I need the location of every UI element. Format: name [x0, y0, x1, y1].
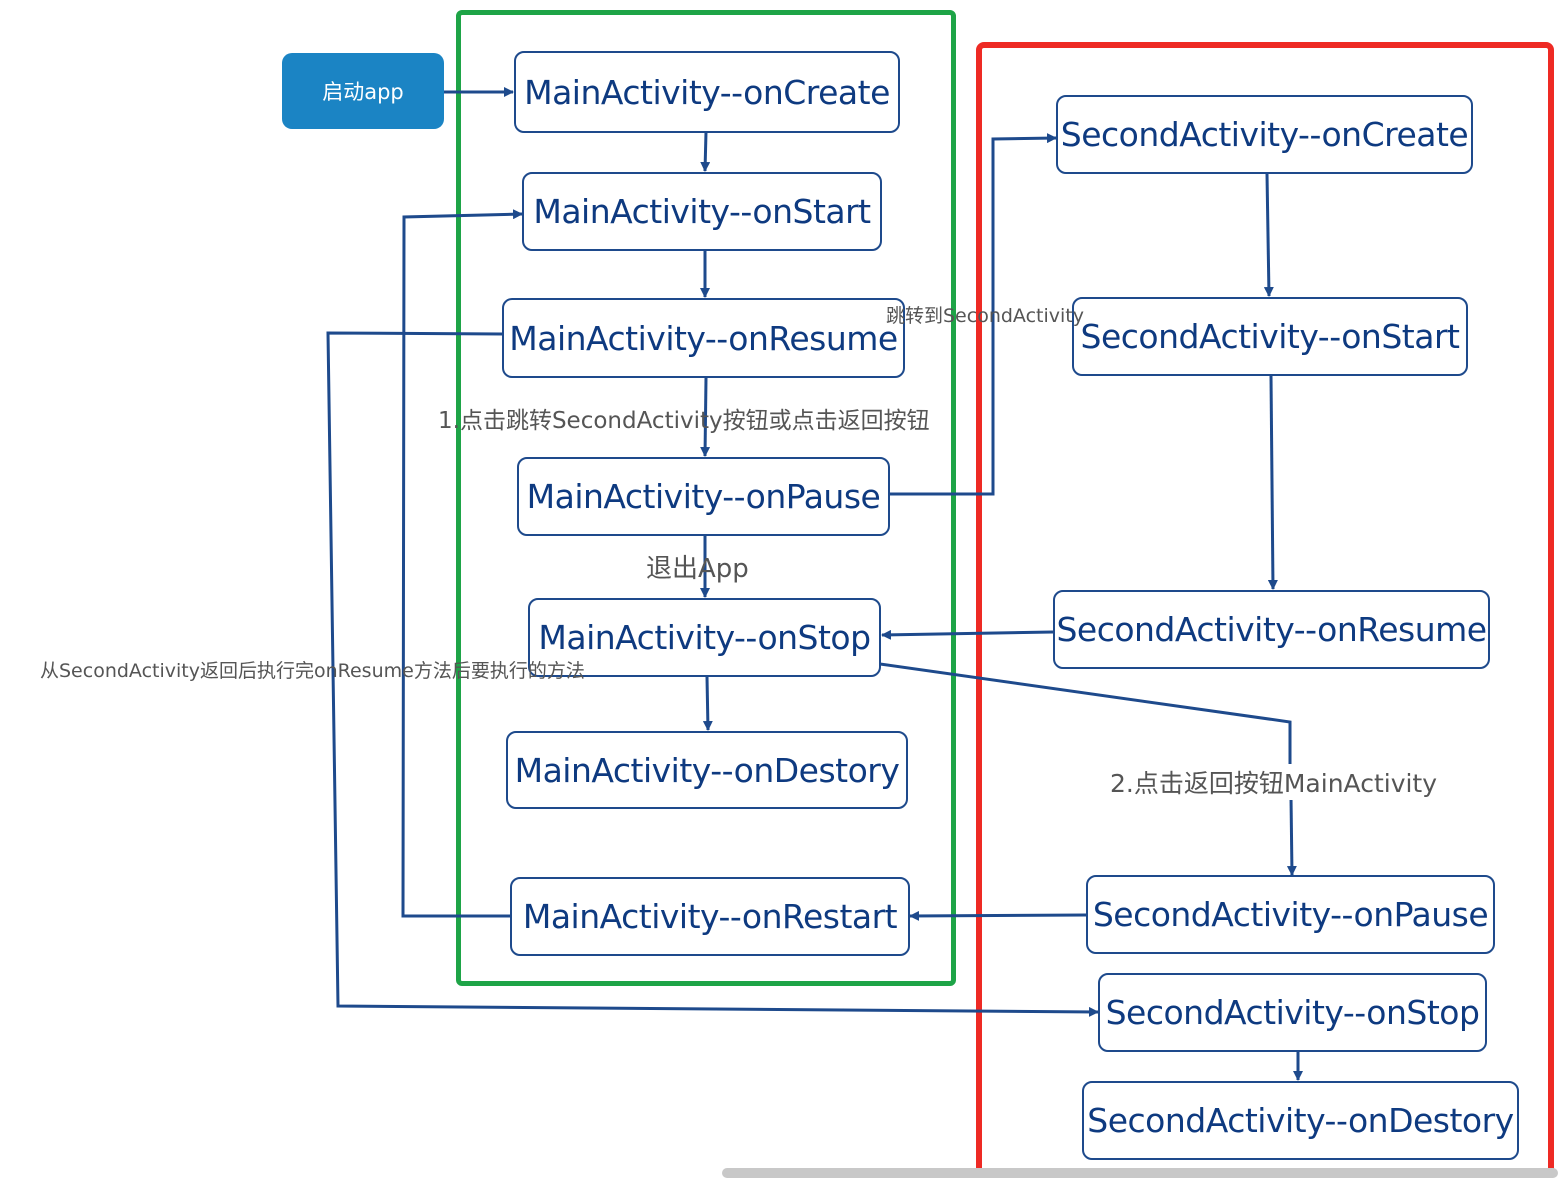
second-ondestory-text: SecondActivity--onDestory — [1087, 1101, 1514, 1140]
second-oncreate-node: SecondActivity--onCreate — [1056, 95, 1473, 174]
arrow-second-onresume-to-main-onstop — [881, 629, 1054, 640]
second-onstart-text: SecondActivity--onStart — [1080, 317, 1460, 356]
main-onrestart-text: MainActivity--onRestart — [522, 897, 898, 936]
main-ondestory-node: MainActivity--onDestory — [506, 731, 908, 809]
second-ondestory-node: SecondActivity--onDestory — [1082, 1081, 1519, 1160]
arrow-second-oncreate-to-onstart — [1263, 173, 1274, 297]
horizontal-scrollbar[interactable] — [722, 1168, 1558, 1178]
arrow-main-onstop-to-ondestory — [702, 676, 713, 731]
main-onstop-text: MainActivity--onStop — [538, 618, 871, 657]
main-onstart-text: MainActivity--onStart — [533, 192, 871, 231]
step2-label: 2.点击返回按钮MainActivity — [1110, 764, 1438, 800]
arrow-second-onstart-to-onresume — [1267, 375, 1278, 590]
main-onpause-node: MainActivity--onPause — [517, 457, 890, 536]
arrow-second-onpause-to-main-onrestart — [909, 910, 1087, 921]
second-oncreate-text: SecondActivity--onCreate — [1060, 115, 1469, 154]
main-oncreate-text: MainActivity--onCreate — [524, 72, 890, 112]
step1-label: 1.点击跳转SecondActivity按钮或点击返回按钮 — [438, 408, 930, 434]
main-ondestory-text: MainActivity--onDestory — [514, 750, 900, 790]
main-activity-group-frame — [456, 10, 956, 986]
arrow-main-onresume-to-onpause — [700, 377, 711, 457]
second-onstop-text: SecondActivity--onStop — [1105, 993, 1480, 1032]
after-resume-label: 从SecondActivity返回后执行完onResume方法后要执行的方法 — [40, 660, 585, 682]
second-onresume-node: SecondActivity--onResume — [1053, 590, 1490, 669]
arrow-main-onpause-to-second-oncreate — [890, 133, 1057, 496]
exit-app-label: 退出App — [646, 554, 749, 584]
arrow-main-onresume-to-second-onstop — [326, 331, 1099, 1017]
main-onresume-text: MainActivity--onResume — [509, 318, 898, 358]
main-onstop-node: MainActivity--onStop — [528, 598, 881, 677]
second-onstop-node: SecondActivity--onStop — [1098, 973, 1487, 1052]
arrow-main-onrestart-to-onstart — [401, 209, 523, 918]
jump-to-second-label: 跳转到SecondActivity — [886, 305, 1084, 327]
main-oncreate-node: MainActivity--onCreate — [514, 51, 900, 133]
second-onpause-node: SecondActivity--onPause — [1086, 875, 1495, 954]
main-onrestart-node: MainActivity--onRestart — [510, 877, 910, 956]
arrow-main-onstop-to-second-onpause-tail — [1286, 796, 1297, 876]
start-app-label: 启动app — [322, 80, 404, 104]
second-onstart-node: SecondActivity--onStart — [1072, 297, 1468, 376]
second-onresume-text: SecondActivity--onResume — [1056, 610, 1487, 649]
arrow-main-onstop-to-second-onpause — [879, 662, 1292, 768]
main-onstart-node: MainActivity--onStart — [522, 172, 882, 251]
arrow-main-oncreate-to-onstart — [700, 131, 711, 172]
main-onresume-node: MainActivity--onResume — [502, 298, 905, 378]
second-onpause-text: SecondActivity--onPause — [1092, 895, 1489, 934]
start-app-button[interactable]: 启动app — [282, 53, 444, 129]
main-onpause-text: MainActivity--onPause — [526, 477, 881, 516]
